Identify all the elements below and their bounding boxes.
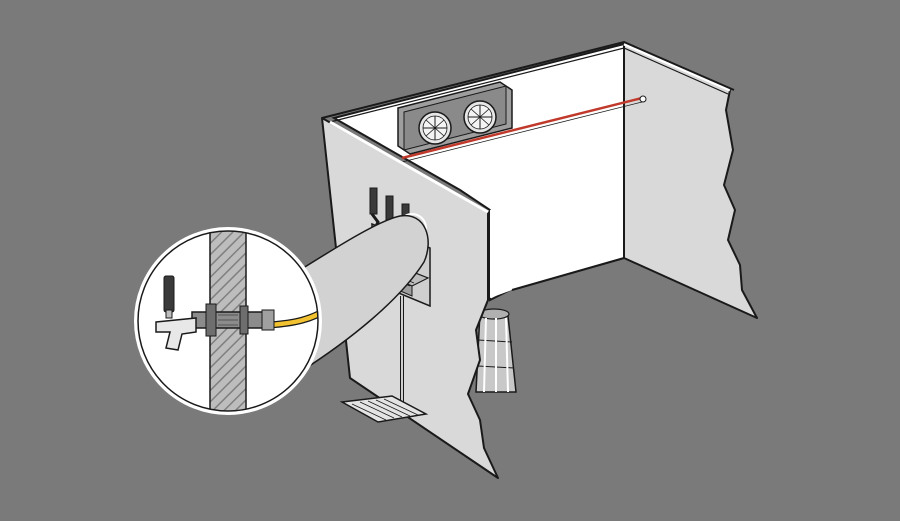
refrigerant-line xyxy=(401,96,643,160)
evaporator-unit xyxy=(397,81,513,155)
zoom-callout-funnel xyxy=(299,215,429,374)
top-rim xyxy=(321,40,735,119)
shank-icon xyxy=(191,303,275,337)
right-side-wall xyxy=(623,43,758,319)
keg-icon xyxy=(475,308,517,393)
beer-faucet-icon xyxy=(155,275,197,351)
interior-floor-edge xyxy=(490,182,624,298)
cooling-fan-icon xyxy=(418,111,452,145)
floor-drain-icon xyxy=(339,395,429,423)
zoom-detail-circle xyxy=(134,227,322,415)
cooling-fan-icon xyxy=(463,100,497,134)
